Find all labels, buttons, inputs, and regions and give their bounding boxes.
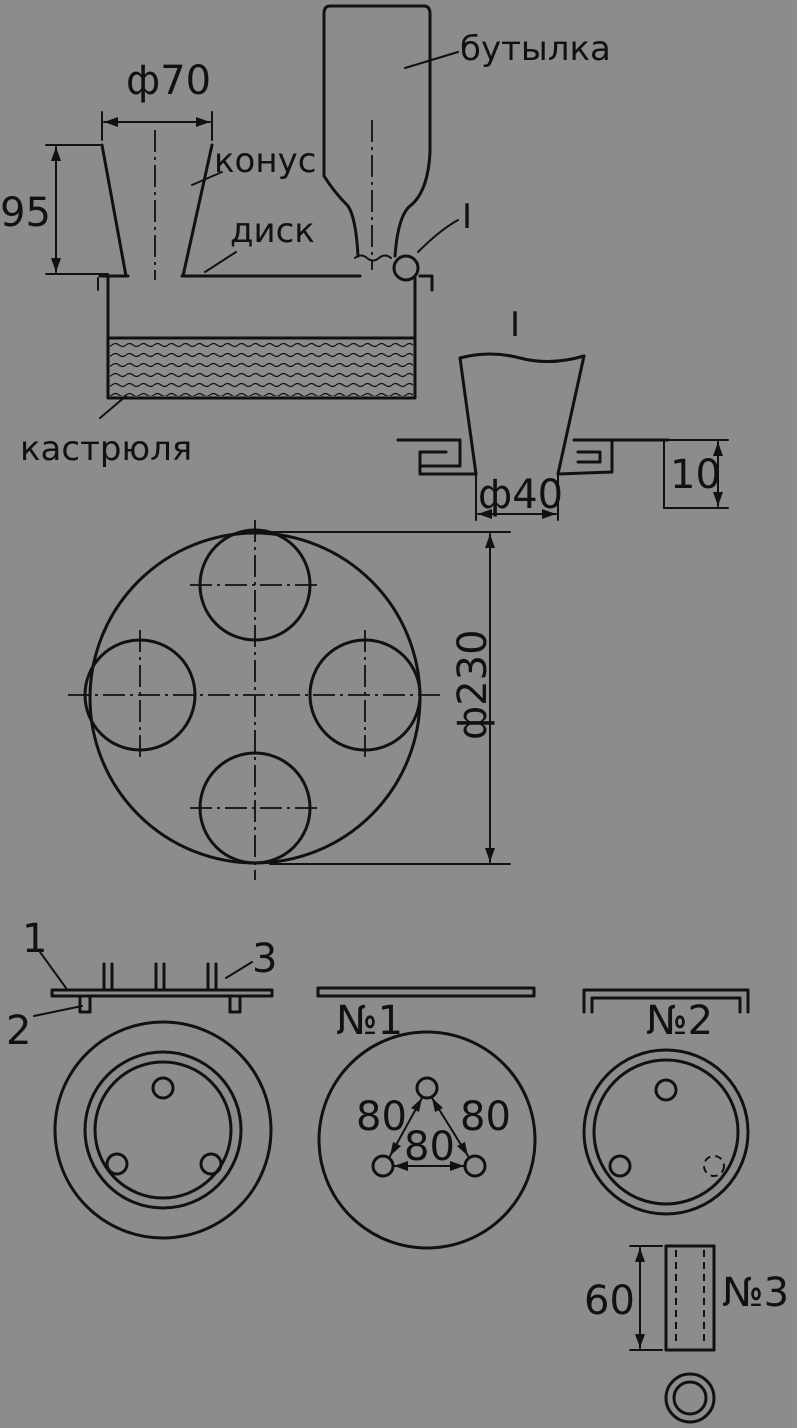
dim-cone-diameter xyxy=(101,111,213,141)
part-no3: 60 №3 xyxy=(584,1244,789,1424)
spacing-bottom-dim: 80 xyxy=(404,1124,455,1170)
bottle-label: бутылка xyxy=(460,29,611,69)
neck-diameter-dim: ф40 xyxy=(478,472,563,518)
part-no1: №1 80 80 80 xyxy=(316,986,537,1250)
no1-label: №1 xyxy=(336,998,403,1044)
cone-height-dim: 95 xyxy=(0,190,51,236)
assembled-holder: 1 2 3 xyxy=(6,916,277,1240)
bottle xyxy=(322,4,432,282)
disk-diameter-dim: ф230 xyxy=(450,629,496,740)
disk-side xyxy=(98,274,434,292)
part-3-label: 3 xyxy=(252,936,277,982)
no2-label: №2 xyxy=(646,998,713,1044)
pan-label: кастрюля xyxy=(20,429,192,469)
rim-height-dim: 10 xyxy=(670,452,721,498)
part-2-label: 2 xyxy=(6,1008,31,1054)
assembly-view: бутылка конус диск I кастрюля ф70 95 xyxy=(0,4,611,469)
disk-plan: ф230 xyxy=(68,520,511,880)
spacing-right-dim: 80 xyxy=(460,1094,511,1140)
part-1-label: 1 xyxy=(22,916,47,962)
detail-I: I 10 ф40 xyxy=(396,305,729,521)
cone-diameter-dim: ф70 xyxy=(126,58,211,104)
cone xyxy=(100,130,214,280)
detail-mark: I xyxy=(462,197,472,237)
tube-height-dim: 60 xyxy=(584,1278,635,1324)
no3-label: №3 xyxy=(722,1270,789,1316)
disk-label: диск xyxy=(230,211,315,251)
detail-title: I xyxy=(510,305,520,345)
spacing-left-dim: 80 xyxy=(356,1094,407,1140)
cone-label: конус xyxy=(214,141,316,181)
pan xyxy=(97,276,417,400)
dim-cone-height xyxy=(45,144,109,275)
part-no2: №2 xyxy=(582,988,750,1216)
